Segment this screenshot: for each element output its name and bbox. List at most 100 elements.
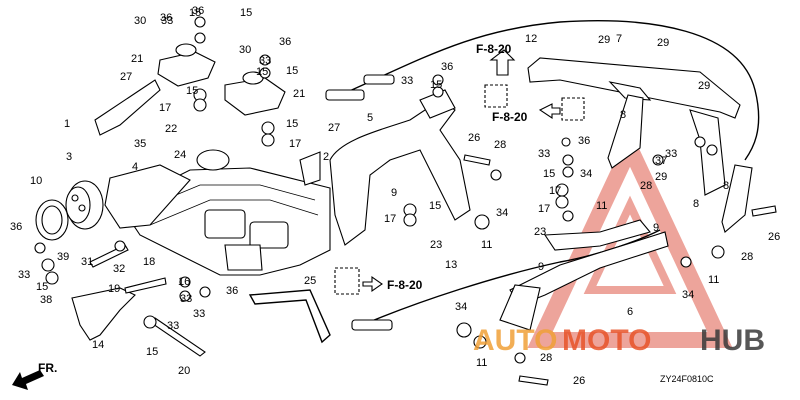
front-label: FR. (38, 361, 57, 375)
part-callout-31: 31 (81, 256, 93, 268)
part-callout-10: 10 (30, 175, 42, 187)
part-callout-26: 26 (573, 375, 585, 387)
part-callout-1: 1 (64, 118, 70, 130)
part-callout-15: 15 (189, 7, 201, 19)
part-callout-33: 33 (259, 55, 271, 67)
part-callout-28: 28 (640, 180, 652, 192)
part-callout-15: 15 (256, 66, 268, 78)
part-callout-34: 34 (682, 289, 694, 301)
part-callout-13: 13 (445, 259, 457, 271)
part-14-handle (71, 287, 136, 341)
part-6-arm (499, 219, 669, 331)
part-callout-24: 24 (174, 149, 186, 161)
part-callout-11: 11 (596, 200, 607, 212)
part-callout-17: 17 (289, 138, 301, 150)
part-1-bracket (94, 79, 161, 136)
ref-label-1: F-8-20 (476, 42, 512, 56)
part-callout-22: 22 (165, 123, 177, 135)
part-callout-8: 8 (693, 198, 699, 210)
part-callout-37: 37 (655, 155, 667, 167)
part-callout-29: 29 (598, 34, 610, 46)
front-arrow: FR. (12, 361, 57, 390)
part-callout-36: 36 (578, 135, 590, 147)
part-callout-36: 36 (226, 285, 238, 297)
washers (34, 16, 725, 364)
part-callout-33: 33 (665, 148, 677, 160)
part-25-u-rod (248, 289, 331, 344)
part-10-clamp (35, 199, 69, 241)
part-callout-15: 15 (286, 65, 298, 77)
part-callout-15: 15 (186, 85, 198, 97)
part-callout-34: 34 (496, 207, 508, 219)
part-callout-25: 25 (304, 275, 316, 287)
ref-box-3 (334, 267, 383, 295)
part-callout-17: 17 (538, 203, 550, 215)
part-21-blocks (157, 43, 286, 116)
part-callout-9: 9 (391, 187, 397, 199)
part-callout-17: 17 (159, 102, 171, 114)
part-callout-15: 15 (430, 79, 442, 91)
part-callout-28: 28 (540, 352, 552, 364)
part-callout-36: 36 (192, 5, 204, 17)
part-callout-17: 17 (549, 185, 561, 197)
part-callout-32: 32 (113, 263, 125, 275)
part-callout-15: 15 (146, 346, 158, 358)
part-callout-26: 26 (468, 132, 480, 144)
part-callout-9: 9 (538, 261, 544, 273)
part-callout-33: 33 (167, 320, 179, 332)
watermark-moto: MOTO (562, 324, 651, 357)
part-callout-29: 29 (657, 37, 669, 49)
part-callout-8: 8 (620, 109, 626, 121)
part-2-bracket (299, 151, 321, 186)
part-callout-33: 33 (161, 15, 173, 27)
part-callout-23: 23 (430, 239, 442, 251)
part-callout-6: 6 (627, 306, 633, 318)
ref-label-3: F-8-20 (387, 278, 423, 292)
part-callout-33: 33 (538, 148, 550, 160)
part-callout-26: 26 (768, 231, 780, 243)
part-callout-36: 36 (10, 221, 22, 233)
watermark-auto: AUTO (473, 324, 557, 357)
watermark-hub: HUB (700, 324, 765, 357)
part-callout-28: 28 (741, 251, 753, 263)
part-callout-39: 39 (57, 251, 69, 263)
part-callout-11: 11 (708, 274, 719, 286)
part-callout-11: 11 (481, 239, 492, 251)
part-callout-4: 4 (132, 161, 138, 173)
part-callout-27: 27 (120, 71, 132, 83)
bolts (89, 154, 777, 386)
part-callout-3: 3 (66, 151, 72, 163)
cable-end-13 (351, 319, 393, 331)
part-callout-5: 5 (367, 112, 373, 124)
part-callout-19: 19 (108, 283, 120, 295)
part-callout-34: 34 (580, 168, 592, 180)
part-callout-33: 33 (193, 308, 205, 320)
part-callout-38: 38 (40, 294, 52, 306)
part-callout-18: 18 (143, 256, 155, 268)
part-callout-30: 30 (239, 44, 251, 56)
watermark-text: AUTO MOTO HUB (473, 324, 765, 357)
part-3-grommet (65, 180, 104, 230)
part-7-bracket-plate (527, 57, 741, 119)
part-callout-21: 21 (293, 88, 305, 100)
cable-end-12 (325, 74, 395, 101)
part-callout-16: 16 (178, 276, 190, 288)
part-callout-8: 8 (723, 180, 729, 192)
part-callout-14: 14 (92, 339, 104, 351)
ref-label-2: F-8-20 (492, 110, 528, 124)
part-callout-17: 17 (384, 213, 396, 225)
part-callout-29: 29 (655, 171, 667, 183)
part-callout-15: 15 (36, 281, 48, 293)
part-callout-33: 33 (18, 269, 30, 281)
part-callout-15: 15 (286, 118, 298, 130)
part-callout-27: 27 (328, 122, 340, 134)
ref-box-2 (538, 97, 585, 121)
part-callout-7: 7 (616, 33, 622, 45)
diagram-code: ZY24F0810C (660, 374, 714, 384)
part-callout-36: 36 (160, 12, 172, 24)
part-callout-20: 20 (178, 365, 190, 377)
part-callout-15: 15 (240, 7, 252, 19)
part-callout-36: 36 (441, 61, 453, 73)
part-5-bracket (329, 89, 471, 246)
